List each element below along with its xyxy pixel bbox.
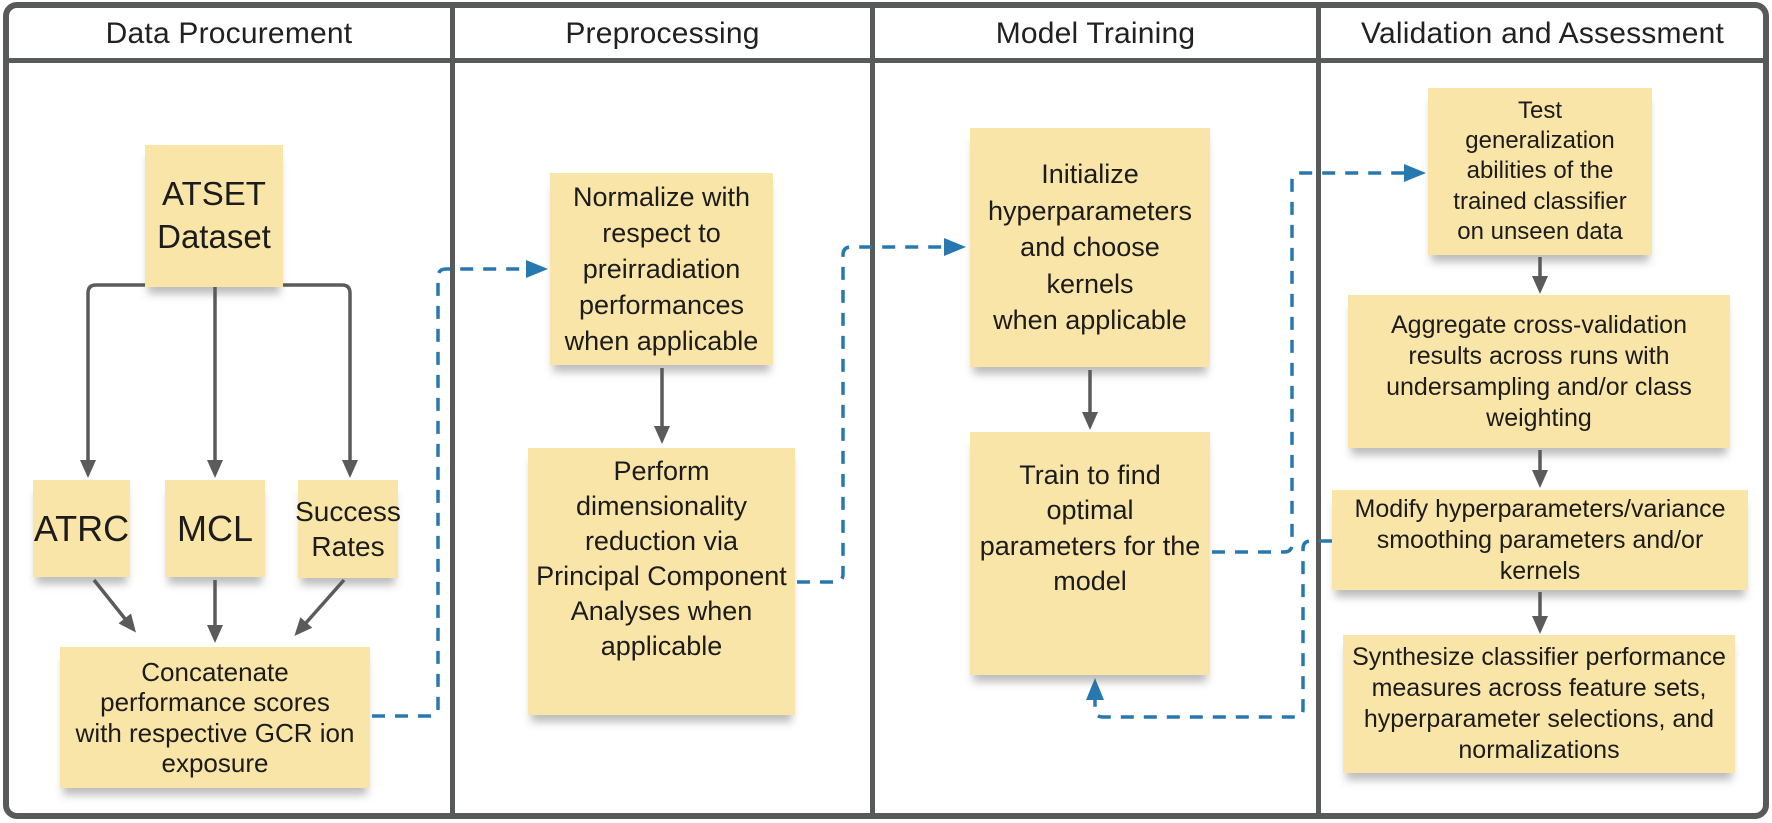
node-atset-dataset: ATSET Dataset: [145, 145, 283, 287]
dashed-arrow-modify-to-train: [1086, 539, 1332, 719]
node-label: ATRC: [33, 507, 130, 549]
node-synthesize-performance: Synthesize classifier performance measur…: [1343, 635, 1735, 773]
column-header-label: Validation and Assessment: [1361, 16, 1724, 50]
arrow-atrc-to-concatenate: [92, 578, 136, 633]
node-test-generalization: Test generalization abilities of the tra…: [1428, 88, 1652, 255]
column-header-preprocessing: Preprocessing: [455, 9, 870, 58]
arrow-success-to-concatenate: [294, 578, 346, 636]
node-train-model: Train to find optimal parameters for the…: [970, 432, 1210, 675]
node-label: Train to find optimal parameters for the…: [979, 460, 1201, 596]
node-label: Aggregate cross-validation results acros…: [1386, 310, 1692, 432]
column-header-model-training: Model Training: [875, 9, 1316, 58]
node-aggregate-cross-validation: Aggregate cross-validation results acros…: [1348, 295, 1730, 448]
node-label: Success Rates: [295, 496, 401, 562]
node-normalize: Normalize with respect to preirradiation…: [550, 173, 773, 365]
header-separator: [6, 58, 1766, 63]
dashed-arrow-concatenate-to-normalize: [372, 260, 548, 718]
node-mcl: MCL: [165, 480, 265, 577]
node-perform-pca: Perform dimensionality reduction via Pri…: [528, 448, 795, 715]
arrow-atset-to-success: [234, 283, 358, 478]
node-label: Perform dimensionality reduction via Pri…: [536, 455, 787, 662]
node-label: Normalize with respect to preirradiation…: [564, 181, 759, 357]
node-label: Modify hyperparameters/variance smoothin…: [1354, 494, 1726, 585]
node-label: MCL: [176, 507, 253, 549]
node-success-rates: Success Rates: [295, 480, 401, 578]
outer-frame: [3, 2, 1769, 819]
column-divider-2: [870, 4, 875, 817]
node-label: Initialize hyperparameters and choose ke…: [987, 159, 1193, 336]
node-concatenate: Concatenate performance scores with resp…: [60, 647, 370, 788]
arrow-atset-to-atrc: [80, 283, 196, 478]
node-atrc: ATRC: [33, 480, 130, 577]
node-modify-hyperparameters: Modify hyperparameters/variance smoothin…: [1332, 490, 1748, 590]
column-header-data-procurement: Data Procurement: [8, 9, 450, 58]
column-header-label: Preprocessing: [565, 16, 760, 50]
column-header-validation-assessment: Validation and Assessment: [1321, 9, 1764, 58]
node-label: Synthesize classifier performance measur…: [1352, 643, 1726, 764]
column-header-label: Data Procurement: [105, 16, 353, 50]
dashed-arrow-pca-to-initialize: [797, 238, 966, 584]
node-initialize-hyperparameters: Initialize hyperparameters and choose ke…: [970, 128, 1210, 367]
column-divider-1: [450, 4, 455, 817]
column-divider-3: [1316, 4, 1321, 817]
column-header-label: Model Training: [995, 16, 1196, 50]
node-label: ATSET Dataset: [157, 175, 271, 255]
dashed-arrow-train-to-test: [1212, 164, 1426, 554]
node-label: Test generalization abilities of the tra…: [1453, 96, 1627, 245]
node-label: Concatenate performance scores with resp…: [75, 656, 355, 778]
